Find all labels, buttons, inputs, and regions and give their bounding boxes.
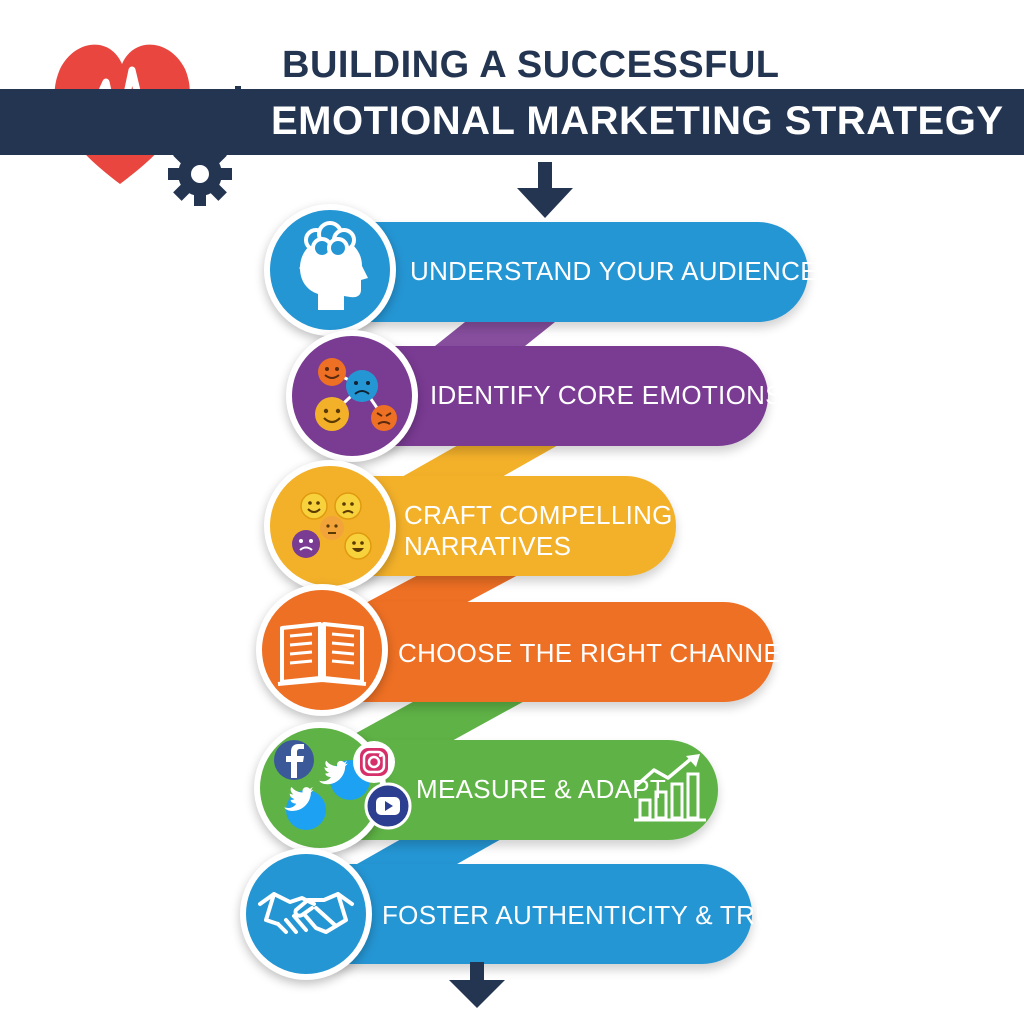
open-book-icon [277,622,367,686]
title-band [0,89,1024,155]
head-thought-icon [299,221,368,310]
youtube-icon [364,782,412,830]
step-6-icon-badge [240,848,372,980]
step-6-label: FOSTER AUTHENTICITY & TRUST [382,900,809,930]
instagram-icon [353,741,395,783]
step-4-label: CHOOSE THE RIGHT CHANNELS [398,638,814,668]
handshake-icon [258,892,354,934]
step-1-label: UNDERSTAND YOUR AUDIENCE [410,256,818,286]
title-line-1: BUILDING A SUCCESSFUL [282,44,780,86]
title-line-2: EMOTIONAL MARKETING STRATEGY [271,99,1004,143]
step-3-icon-badge [264,460,396,592]
step-2-icon-badge [286,330,418,462]
step-4-icon-badge [256,584,388,716]
growth-chart-icon [634,754,706,822]
step-2-label: IDENTIFY CORE EMOTIONS [430,380,783,410]
arrow-down-icon [449,962,505,1008]
arrow-down-icon [517,162,573,218]
step-5-label: MEASURE & ADAPT [416,774,667,804]
step-1-icon-badge [264,204,396,336]
emoji-cluster-icon [292,492,372,560]
emotion-faces-icon [315,358,397,431]
step-3-label: CRAFT COMPELLING NARRATIVES [404,500,673,561]
